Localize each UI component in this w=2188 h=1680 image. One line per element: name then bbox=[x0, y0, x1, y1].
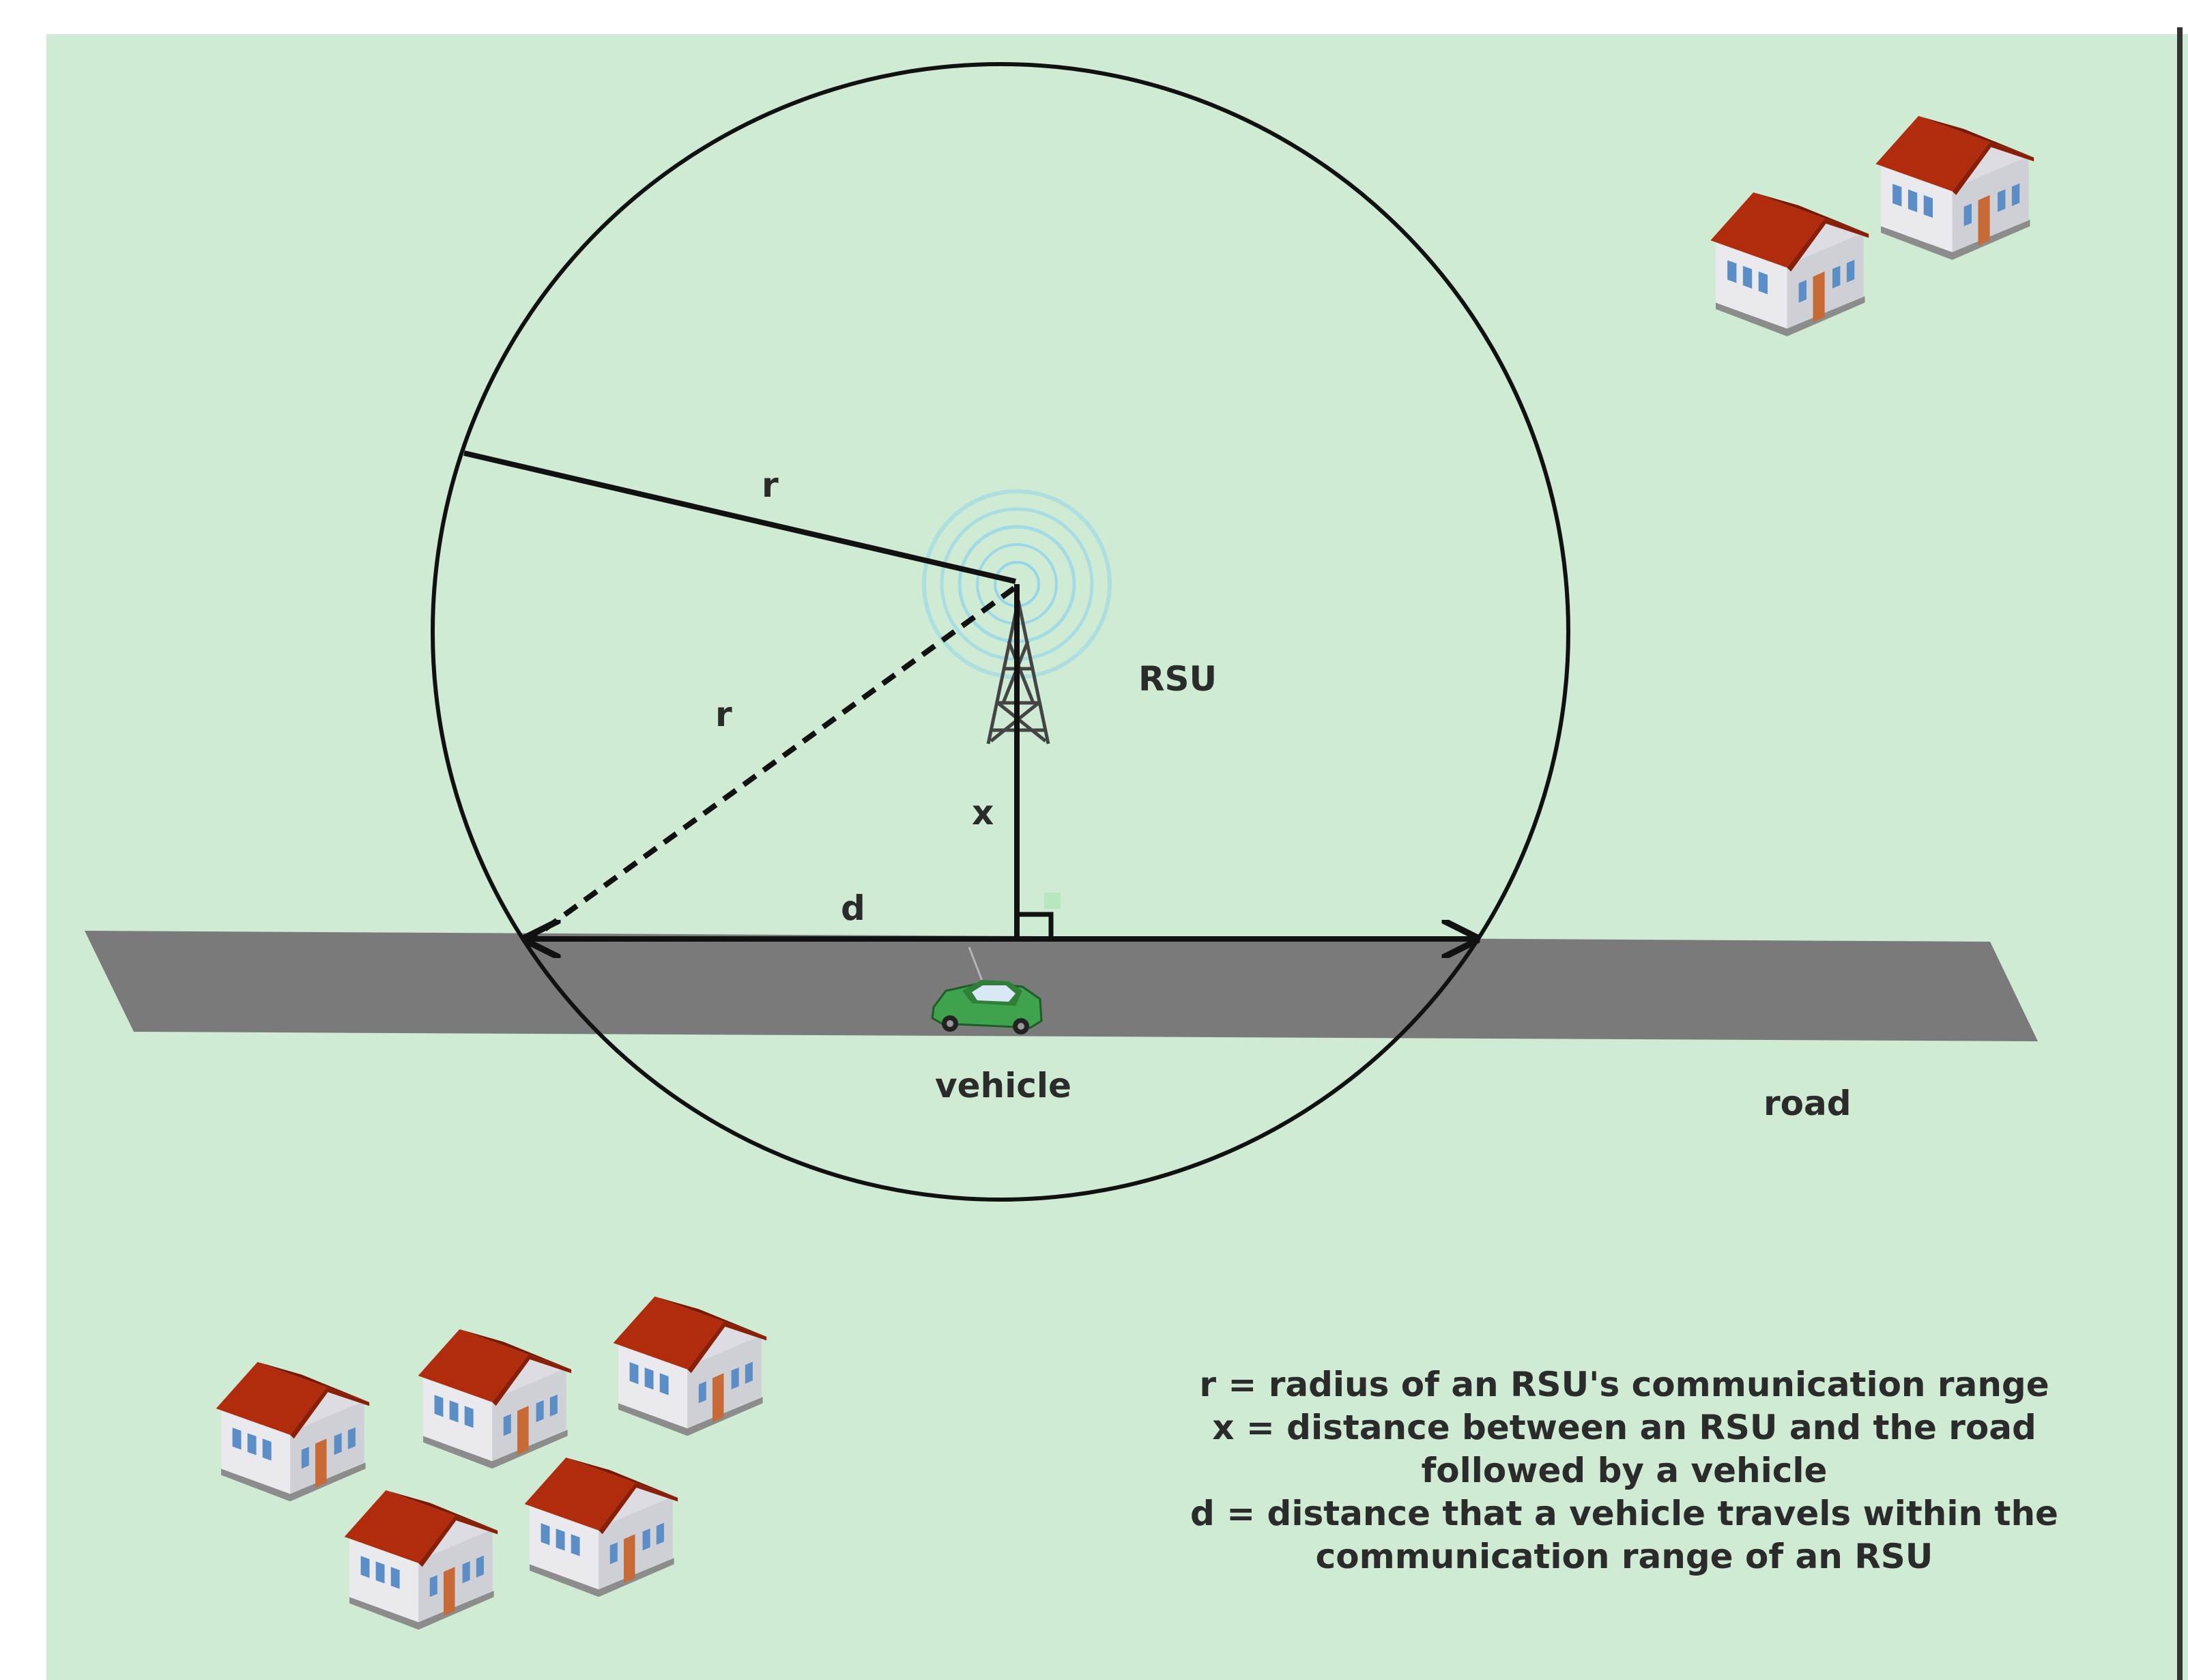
legend: r = radius of an RSU's communication ran… bbox=[1119, 1363, 2129, 1578]
label-rsu: RSU bbox=[1138, 659, 1218, 699]
label-d: d bbox=[841, 888, 865, 928]
radius-line bbox=[463, 450, 1016, 584]
car-icon bbox=[931, 946, 1043, 1034]
label-road: road bbox=[1764, 1084, 1852, 1123]
legend-line: d = distance that a vehicle travels with… bbox=[1190, 1494, 2058, 1533]
label-r-top: r bbox=[762, 465, 779, 505]
radius-dashed-line bbox=[533, 585, 1016, 939]
label-vehicle: vehicle bbox=[935, 1066, 1071, 1105]
legend-line: communication range of an RSU bbox=[1315, 1537, 1933, 1576]
legend-line: x = distance between an RSU and the road bbox=[1212, 1408, 2036, 1447]
road bbox=[85, 931, 2038, 1041]
label-r-dashed: r bbox=[715, 695, 732, 734]
coverage-circle bbox=[431, 62, 1570, 1202]
right-border bbox=[2177, 27, 2183, 1680]
legend-line: r = radius of an RSU's communication ran… bbox=[1199, 1365, 2049, 1404]
label-x: x bbox=[972, 793, 994, 832]
marker-dot bbox=[1044, 893, 1061, 909]
legend-line: followed by a vehicle bbox=[1421, 1451, 1828, 1490]
